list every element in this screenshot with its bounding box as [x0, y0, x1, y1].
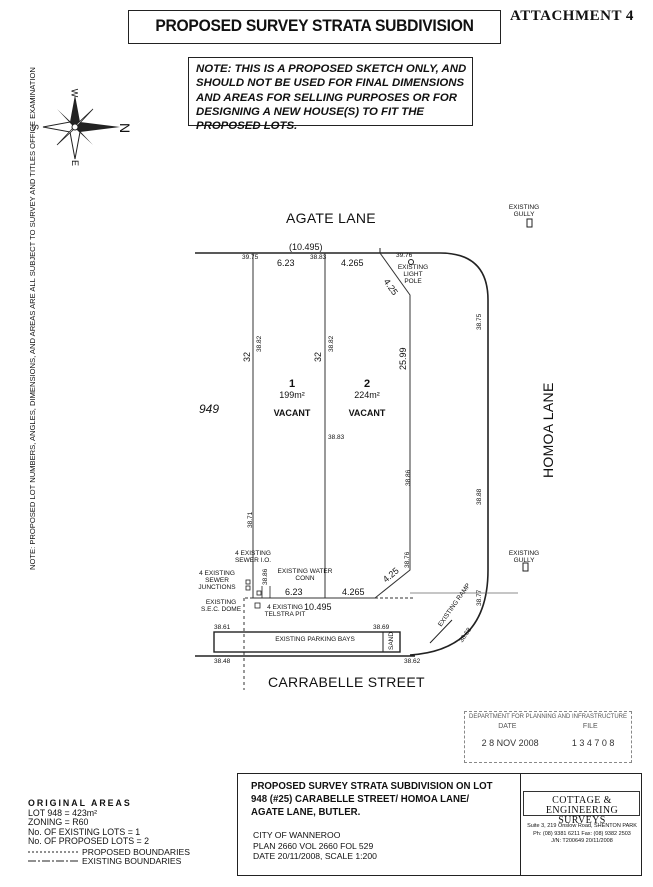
- dim-bottom-lot1: 6.23: [285, 587, 303, 597]
- compass-north-label: N: [117, 122, 134, 134]
- level-label: 39.75: [242, 254, 259, 261]
- existing-sec-dome: EXISTING S.E.C. DOME: [200, 599, 242, 613]
- legend-proposed: PROPOSED BOUNDARIES: [82, 847, 190, 857]
- carrabelle-street-label: CARRABELLE STREET: [268, 674, 425, 690]
- level-label: 38.76: [404, 551, 411, 568]
- agate-lane-label: AGATE LANE: [286, 210, 376, 226]
- existing-water-conn: EXISTING WATER CONN: [277, 568, 333, 582]
- received-stamp: DEPARTMENT FOR PLANNING AND INFRASTRUCTU…: [464, 711, 632, 763]
- dim-mid-side: 32: [313, 351, 323, 362]
- original-areas-line: No. OF EXISTING LOTS = 1: [28, 826, 141, 837]
- stamp-date: 2 8 NOV 2008: [481, 738, 539, 748]
- dim-right-side: 25.99: [398, 347, 408, 370]
- company-address: Suite 3, 219 Onslow Road, SHENTON PARK: [527, 823, 637, 829]
- note-box: [188, 57, 473, 126]
- existing-telstra-pit: 4 EXISTING TELSTRA PIT: [264, 604, 306, 618]
- dim-top-overall: (10.495): [289, 242, 323, 252]
- lot-2: 2 224m² VACANT: [344, 378, 390, 418]
- existing-gully-top: EXISTING GULLY: [508, 204, 540, 218]
- dim-top-lot2: 4.265: [341, 258, 364, 268]
- level-label: 38.71: [247, 511, 254, 528]
- level-label: 38.82: [256, 335, 263, 352]
- existing-light-pole: EXISTING LIGHT POLE: [397, 264, 429, 285]
- level-label: 38.77: [476, 589, 483, 606]
- page-title: PROPOSED SURVEY STRATA SUBDIVISION: [155, 16, 474, 35]
- compass-rose-icon: [42, 95, 120, 160]
- original-areas-line: ZONING = R60: [28, 817, 89, 828]
- level-label: 39.76: [396, 252, 413, 259]
- title-block-date-scale: DATE 20/11/2008, SCALE 1:200: [253, 851, 377, 861]
- sketch-note: NOTE: THIS IS A PROPOSED SKETCH ONLY, AN…: [196, 63, 467, 133]
- level-label: 38.48: [214, 658, 231, 665]
- original-areas-line: No. OF PROPOSED LOTS = 2: [28, 836, 149, 847]
- company-phone: Ph: (08) 9381 6211 Fax: (08) 9382 2503: [533, 830, 631, 837]
- dim-bottom-overall: 10.495: [304, 602, 332, 612]
- title-block-info: CITY OF WANNEROO PLAN 2660 VOL 2660 FOL …: [253, 830, 377, 862]
- title-block-city: CITY OF WANNEROO: [253, 830, 341, 840]
- lot-2-number: 2: [363, 378, 371, 390]
- level-label: 38.86: [405, 469, 412, 486]
- company-logo-box: [523, 791, 640, 816]
- lot-1-number: 1: [288, 378, 296, 390]
- compass-west-label: W: [69, 88, 80, 98]
- lot-1-status: VACANT: [273, 408, 311, 418]
- company-contact: Suite 3, 219 Onslow Road, SHENTON PARK P…: [524, 823, 640, 846]
- original-areas-line: LOT 948 = 423m²: [28, 807, 98, 818]
- dim-bottom-lot2: 4.265: [342, 587, 365, 597]
- title-box: [128, 10, 501, 44]
- title-block-plan: PLAN 2660 VOL 2660 FOL 529: [253, 840, 374, 851]
- existing-gully-right: EXISTING GULLY: [508, 550, 540, 564]
- original-areas: ORIGINAL AREAS LOT 948 = 423m² ZONING = …: [28, 798, 149, 847]
- homoa-lane-label: HOMOA LANE: [540, 382, 556, 478]
- stamp-date-label: DATE: [498, 723, 517, 730]
- lot-1: 1 199m² VACANT: [272, 378, 312, 418]
- lot-2-area: 224m²: [354, 390, 380, 400]
- legend-existing: EXISTING BOUNDARIES: [82, 856, 182, 866]
- level-label: 38.69: [373, 624, 390, 631]
- stamp-file-label: FILE: [582, 723, 598, 730]
- existing-sewer-junctions: 4 EXISTING SEWER JUNCTIONS: [198, 570, 236, 591]
- existing-sewer-io: 4 EXISTING SEWER I.O.: [234, 550, 272, 564]
- level-label: 38.83: [328, 434, 345, 441]
- stamp-header: DEPARTMENT FOR PLANNING AND INFRASTRUCTU…: [468, 714, 627, 720]
- level-label: 38.88: [476, 488, 483, 505]
- adjoining-lot-949-label: 949: [199, 402, 220, 416]
- lot-1-area: 199m²: [279, 390, 305, 400]
- existing-parking-bays: EXISTING PARKING BAYS: [275, 636, 355, 643]
- level-label: 38.86: [262, 568, 269, 585]
- subject-to-survey-note: NOTE: PROPOSED LOT NUMBERS, ANGLES, DIME…: [28, 67, 37, 570]
- title-block-divider: [520, 773, 521, 876]
- dim-left-side: 32: [242, 351, 252, 362]
- dim-top-lot1: 6.23: [277, 258, 295, 268]
- sand-label: SAND: [388, 631, 395, 650]
- level-label: 38.82: [328, 335, 335, 352]
- level-label: 38.61: [214, 624, 231, 631]
- title-block: [237, 773, 642, 876]
- title-block-title: PROPOSED SURVEY STRATA SUBDIVISION ON LO…: [251, 780, 493, 818]
- level-label: 38.75: [476, 313, 483, 330]
- level-label: 38.83: [310, 254, 327, 261]
- company-job-number: J/N: T200649 20/11/2008: [551, 838, 613, 844]
- company-name: COTTAGE & ENGINEERING SURVEYS: [545, 795, 619, 826]
- attachment-label: ATTACHMENT 4: [510, 8, 634, 24]
- lot-2-status: VACANT: [348, 408, 386, 418]
- level-label: 38.62: [404, 658, 421, 665]
- compass-east-label: E: [70, 159, 81, 167]
- original-areas-heading: ORIGINAL AREAS: [28, 798, 132, 808]
- stamp-file: 1 3 4 7 0 8: [571, 738, 615, 748]
